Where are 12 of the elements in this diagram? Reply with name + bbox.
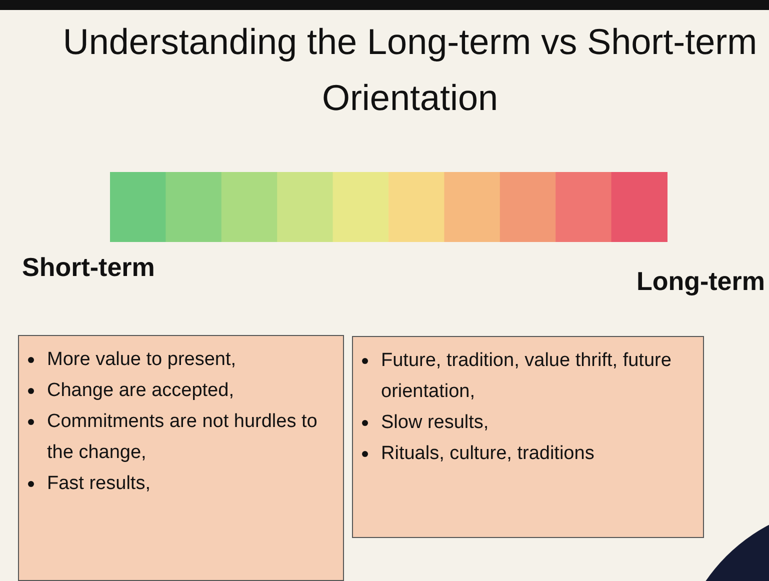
bullet-item: Change are accepted, — [47, 380, 234, 401]
text-card — [18, 335, 344, 581]
bullet-item: Rituals, culture, traditions — [381, 443, 594, 464]
bullet-item: Slow results, — [381, 412, 489, 433]
bullet-item: Fast results, — [47, 473, 150, 494]
scale-end-label: Short-term — [22, 252, 155, 283]
bullet-item: More value to present, — [47, 349, 236, 370]
bullet-item: Commitments are not hurdles to the change, — [47, 411, 318, 463]
text-card — [352, 336, 704, 538]
scale-end-label: Long-term — [636, 266, 765, 297]
bullet-item: Future, tradition, value thrift, future orientation, — [381, 350, 672, 402]
title: Understanding the Long-term vs Short-term Orientation — [62, 20, 758, 120]
